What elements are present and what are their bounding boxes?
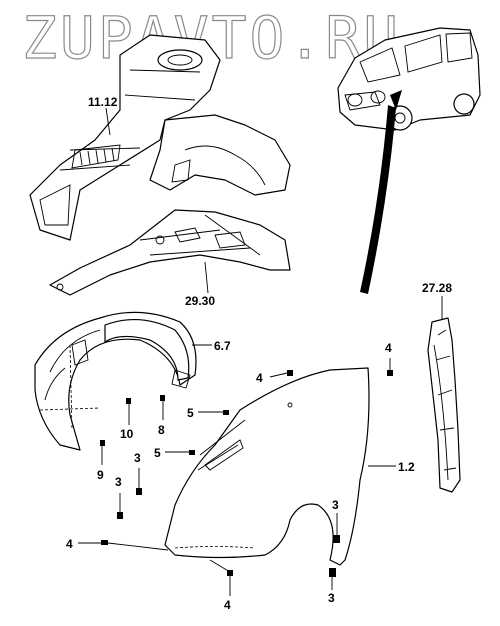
callout-fastener-10: 10 bbox=[120, 427, 134, 441]
callout-screw-lower: 5 bbox=[154, 446, 161, 460]
callout-clip-right-lower: 3 bbox=[328, 591, 335, 605]
leader-reinforcement bbox=[204, 261, 209, 294]
leader-bolt-top-left bbox=[269, 372, 288, 378]
pointer-arrow-to-fender bbox=[360, 105, 396, 294]
callout-clip-right-upper: 3 bbox=[332, 498, 339, 512]
liner-fastener-10-icon bbox=[126, 398, 131, 404]
callout-liner: 6.7 bbox=[214, 339, 231, 353]
screw-lower-icon bbox=[189, 450, 195, 455]
inner-wheel-liner bbox=[34, 311, 197, 451]
car-illustration bbox=[337, 27, 481, 131]
bolt-bottom-icon bbox=[227, 570, 233, 576]
bolt-top-left-icon bbox=[287, 370, 293, 376]
clip-right-upper-icon bbox=[333, 535, 340, 543]
fender-side-panel-strip bbox=[427, 317, 461, 493]
bolt-top-right-icon bbox=[387, 370, 393, 376]
callout-bolt-top-right: 4 bbox=[385, 341, 392, 355]
liner-fastener-9-icon bbox=[100, 440, 105, 446]
callout-bolt-left: 4 bbox=[66, 537, 73, 551]
callout-fastener-9: 9 bbox=[97, 468, 104, 482]
leader-bolt-bottom-link bbox=[209, 559, 231, 573]
leader-apron bbox=[105, 107, 111, 136]
callout-clip-left-upper: 3 bbox=[134, 451, 141, 465]
clip-left-upper-icon bbox=[136, 488, 142, 495]
bolt-left-icon bbox=[101, 540, 108, 545]
callout-apron: 11.12 bbox=[88, 95, 118, 109]
callout-fender: 1.2 bbox=[398, 460, 415, 474]
callout-fastener-8: 8 bbox=[158, 423, 165, 437]
liner-fastener-8-icon bbox=[160, 395, 165, 401]
callout-screw-upper: 5 bbox=[187, 406, 194, 420]
callout-reinforcement: 29.30 bbox=[185, 294, 215, 308]
watermark-text: ZUPAVTO.RU bbox=[22, 4, 401, 72]
clip-left-lower-icon bbox=[117, 512, 123, 519]
front-apron-panel bbox=[29, 34, 291, 241]
callout-bolt-bottom: 4 bbox=[224, 598, 231, 612]
screw-upper-icon bbox=[223, 410, 229, 415]
callout-side-panel: 27.28 bbox=[422, 281, 452, 295]
callout-bolt-top-left: 4 bbox=[256, 371, 263, 385]
leader-bolt-left-link bbox=[107, 542, 169, 551]
wheelhouse-reinforcement bbox=[49, 209, 291, 296]
callout-clip-left-lower: 3 bbox=[115, 475, 122, 489]
front-fender-panel bbox=[164, 367, 370, 566]
clip-right-lower-icon bbox=[329, 568, 336, 577]
